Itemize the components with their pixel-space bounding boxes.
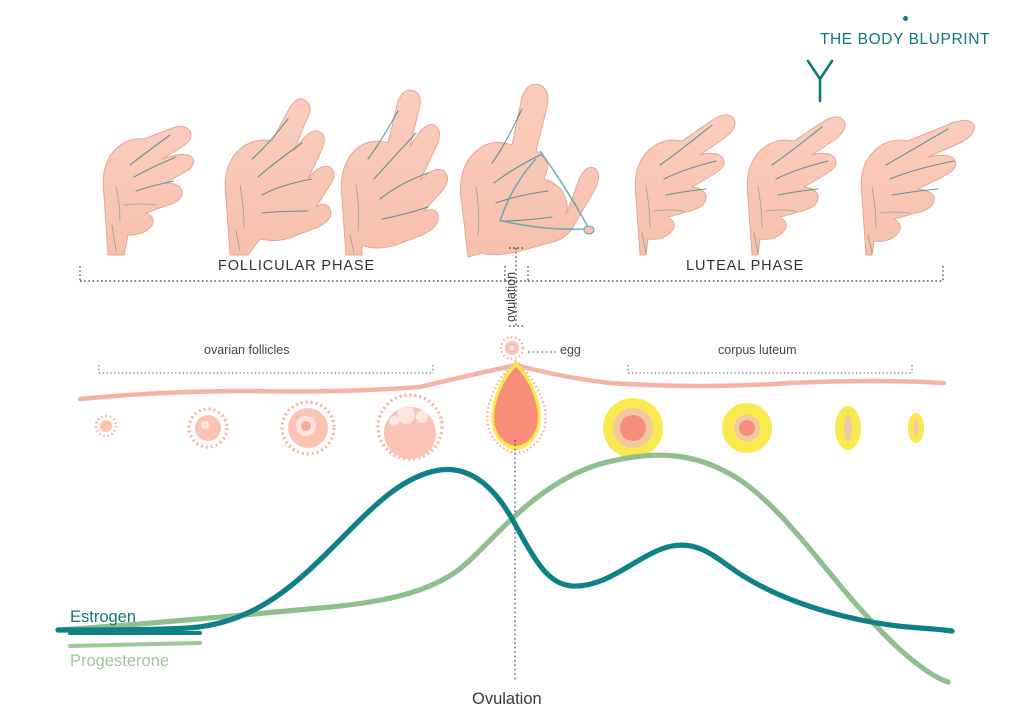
ovulating-follicle xyxy=(486,359,547,455)
corpus-luteum-label: corpus luteum xyxy=(718,343,797,357)
hand-luteal-3 xyxy=(860,119,975,256)
egg-icon xyxy=(499,335,525,361)
ovulation-vertical-label: ovulation xyxy=(504,271,518,322)
follicle-stage-3 xyxy=(280,400,336,456)
estrogen-label: Estrogen xyxy=(70,608,137,626)
hand-follicular-2 xyxy=(224,98,335,256)
follicle-stage-1 xyxy=(94,414,118,438)
ovary-bracket-group xyxy=(98,351,913,374)
hands-illustration-row: .skin { fill: url(#skinGrad); stroke:#e6… xyxy=(102,83,975,258)
hormone-curve-chart xyxy=(55,440,955,685)
ovary-cross-section: .f-body { fill:#fbc3b4; } .f-body2 { fil… xyxy=(77,335,947,461)
estrogen-curve xyxy=(55,466,955,634)
hand-luteal-2 xyxy=(746,116,846,256)
y-mark-icon xyxy=(800,53,1010,103)
brand-logo: THE BODY BLUPRINT xyxy=(800,8,1010,103)
follicle-stage-4 xyxy=(376,393,444,461)
brand-name: THE BODY BLUPRINT xyxy=(819,31,991,48)
corpus-luteum-stage-2 xyxy=(722,403,772,453)
corpus-albicans-stage-2 xyxy=(908,413,924,443)
egg-label: egg xyxy=(560,343,581,357)
hand-luteal-1 xyxy=(634,114,736,256)
ovarian-follicles-label: ovarian follicles xyxy=(204,343,290,357)
progesterone-curve xyxy=(55,452,951,685)
luteal-phase-label: LUTEAL PHASE xyxy=(686,258,805,274)
corpus-luteum-stage-1 xyxy=(603,398,663,458)
follicular-phase-label: FOLLICULAR PHASE xyxy=(218,258,376,274)
progesterone-label: Progesterone xyxy=(70,652,170,670)
corpus-albicans-stage-1 xyxy=(835,406,861,450)
hand-ovulation-mucus xyxy=(460,83,600,258)
ovulation-bottom-label: Ovulation xyxy=(472,690,542,708)
follicle-stage-2 xyxy=(187,407,229,449)
dot-icon xyxy=(902,16,908,21)
hand-follicular-3 xyxy=(340,89,448,256)
progesterone-legend-rule xyxy=(68,641,202,648)
hand-follicular-1 xyxy=(102,125,194,256)
phase-bracket-group xyxy=(79,247,944,327)
